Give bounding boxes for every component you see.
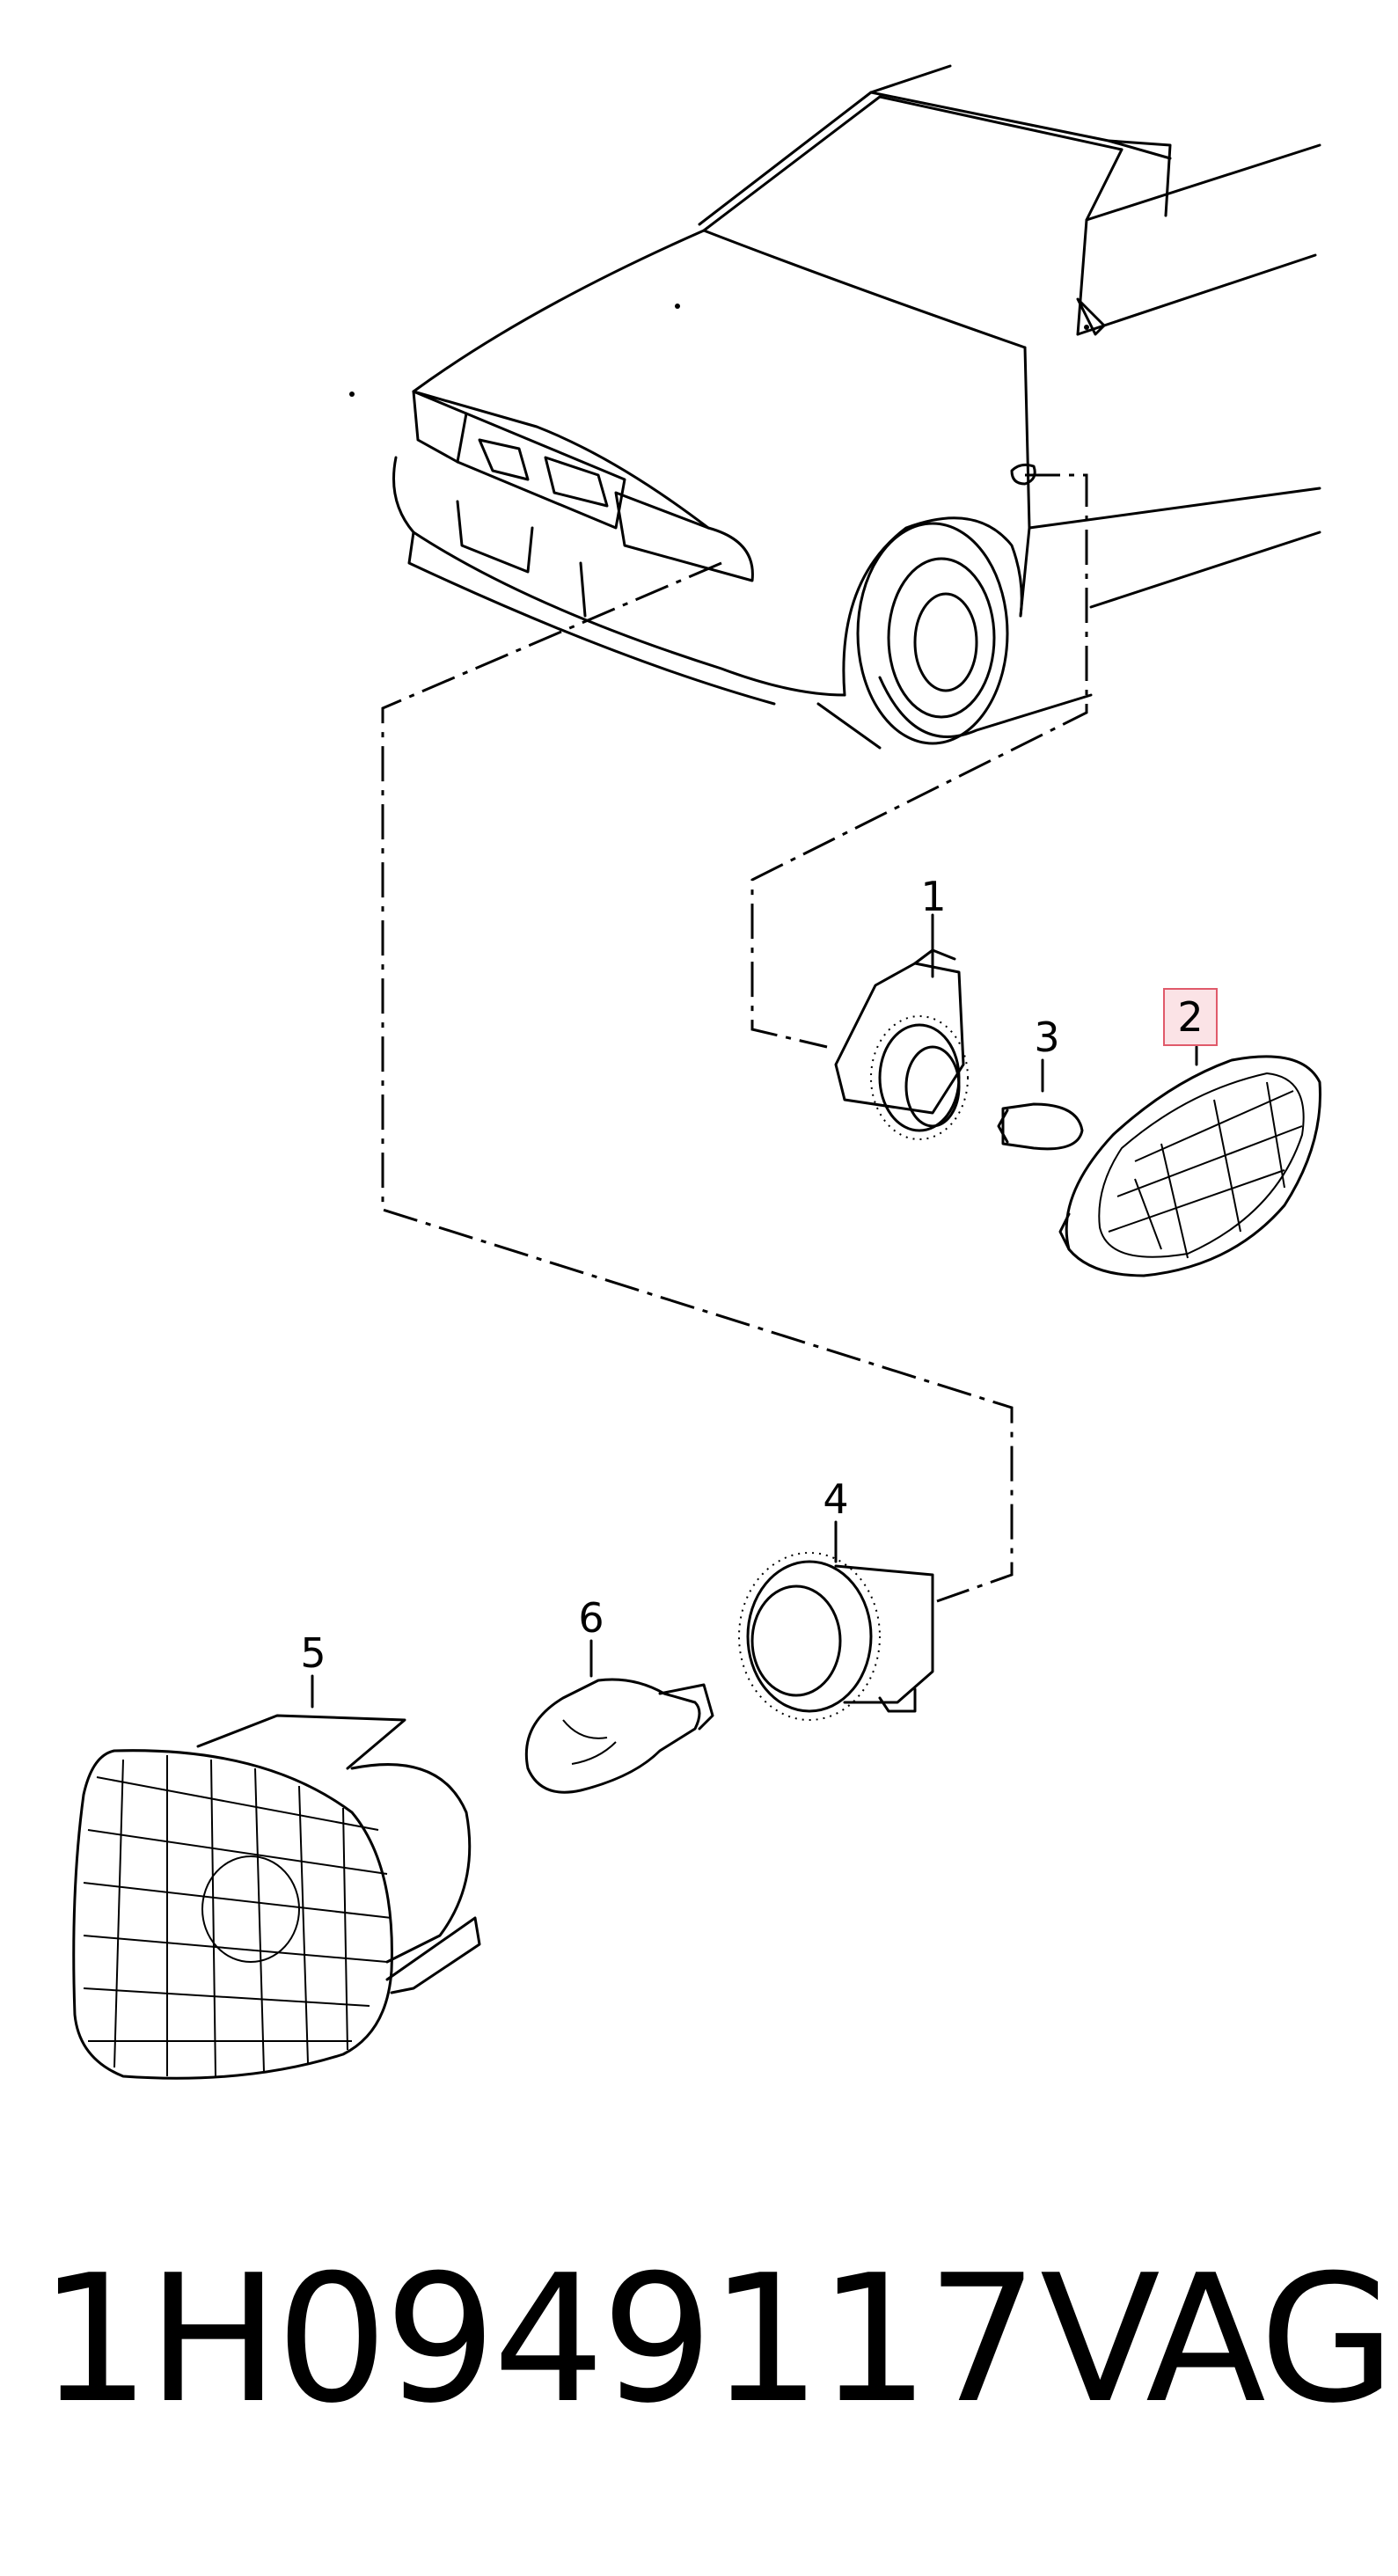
car-illustration [349,64,1321,750]
callout-2: 2 [1177,993,1203,1041]
callout-3: 3 [1034,1014,1059,1061]
part-3-bulb [997,1058,1084,1151]
part-1-housing [834,913,969,1140]
callout-5: 5 [300,1629,326,1677]
callout-2-highlight [1163,988,1218,1046]
connector-lines [381,473,1088,1603]
part-4-socket [738,1520,934,1721]
callout-6: 6 [578,1594,604,1642]
part-6-bulb [524,1639,714,1794]
part-2-lens [1058,1045,1321,1277]
callout-labels: 1 2 3 4 5 6 [300,873,1218,1677]
part-number: 1H0949117 [39,2237,1038,2442]
brand-name: VAG [1040,2237,1395,2442]
callout-4: 4 [823,1475,848,1523]
callout-1: 1 [920,873,946,920]
part-5-lamp [72,1674,481,2080]
